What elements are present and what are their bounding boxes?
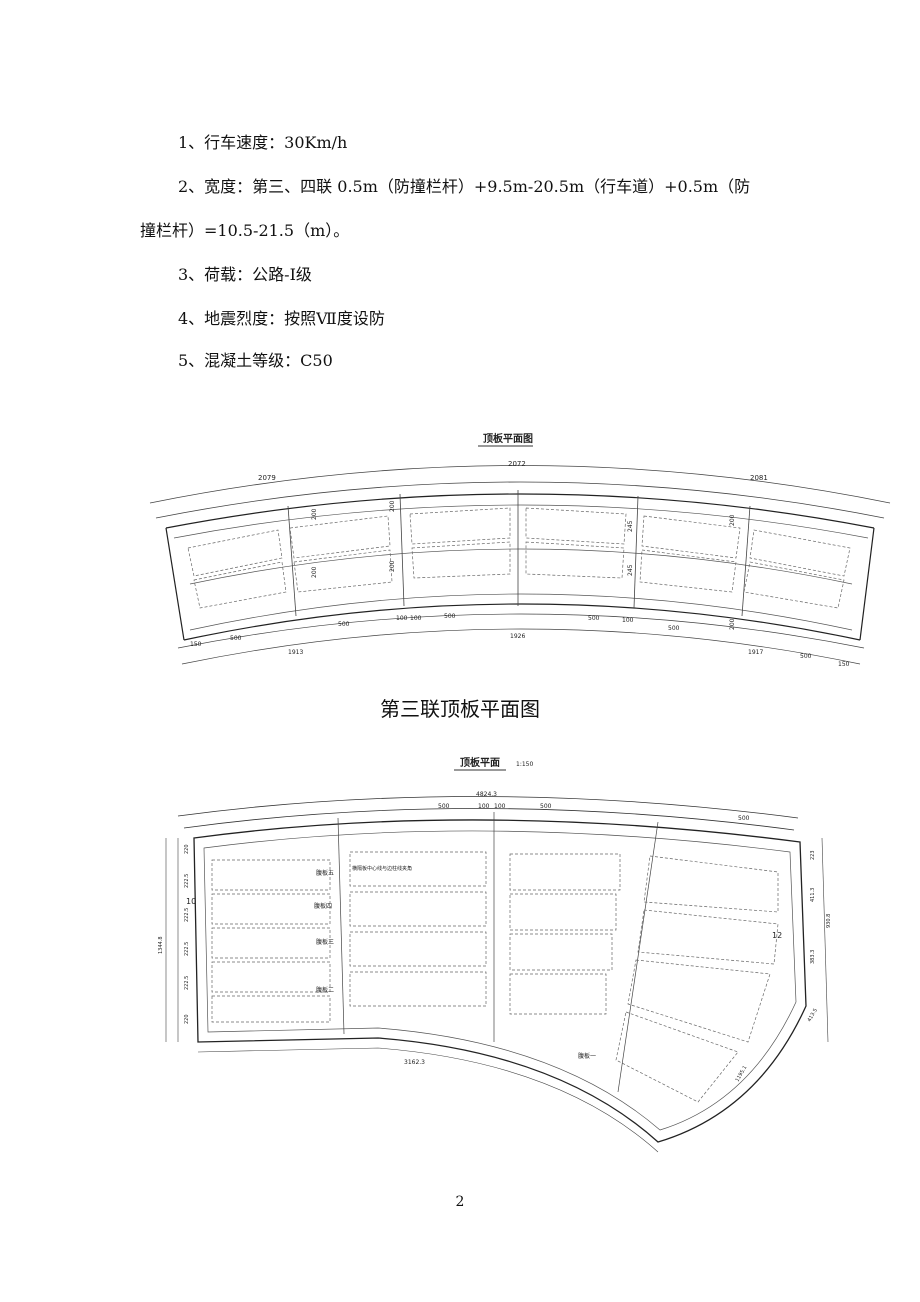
- spec-item-concrete: 5、混凝土等级：C50: [178, 351, 333, 370]
- top-dim-1: 2079: [258, 474, 276, 482]
- small-dim-5: 100: [410, 615, 422, 622]
- right-dim-3: 930.8: [826, 914, 832, 928]
- side-label-8: 200: [729, 618, 736, 630]
- left-dim-2: 222.5: [184, 874, 190, 888]
- small-dim-2: 500: [230, 635, 242, 642]
- top-dim-3: 2081: [750, 474, 768, 482]
- right-dim-4: 383.3: [810, 950, 816, 964]
- label-web-3: 腹板三: [316, 938, 334, 946]
- top-dim-d: 500: [540, 803, 552, 810]
- drawing-title: 顶板平面图: [483, 432, 533, 445]
- top-dim-e: 500: [738, 815, 750, 822]
- bottom-dim: 3162.3: [404, 1059, 425, 1066]
- label-axis-10: 10: [186, 897, 196, 906]
- label-web-5: 腹板五: [316, 869, 334, 877]
- right-dim-2: 411.3: [810, 888, 816, 902]
- small-dim-8: 100: [622, 617, 634, 624]
- left-dim-6: 220: [184, 1014, 190, 1024]
- left-dim-3: 222.5: [184, 908, 190, 922]
- right-dim-6: 1195.1: [735, 1065, 749, 1083]
- small-dim-3: 500: [338, 621, 350, 628]
- label-web-1: 腹板一: [578, 1052, 596, 1060]
- label-web-2: 腹板二: [316, 986, 334, 994]
- side-label-6: 245: [627, 564, 634, 576]
- bottom-dim-1: 1913: [288, 649, 303, 656]
- top-slab-plan-detail-svg: 顶板平面 1:150 4824.3 500 100 100 500 500: [158, 756, 832, 1153]
- spec-item-seismic: 4、地震烈度：按照Ⅶ度设防: [178, 309, 385, 328]
- top-dim-main: 4824.3: [476, 791, 497, 798]
- spec-item-width-cont: 撞栏杆）=10.5-21.5（m）。: [140, 221, 350, 240]
- top-slab-plan-drawing: 顶板平面图 2079 2072 2081: [138, 408, 904, 686]
- top-slab-plan-svg: 顶板平面图 2079 2072 2081: [149, 432, 891, 668]
- side-label-4: 200: [389, 560, 396, 572]
- side-label-3: 200: [389, 500, 396, 512]
- page-number: 2: [455, 1194, 465, 1210]
- top-dim-a: 500: [438, 803, 450, 810]
- bottom-dim-3: 1917: [748, 649, 763, 656]
- top-dim-b: 100: [478, 803, 490, 810]
- top-slab-plan-detail-drawing: 顶板平面 1:150 4824.3 500 100 100 500 500: [138, 742, 842, 1158]
- small-dim-9: 500: [668, 625, 680, 632]
- label-diaphragm-angle: 横隔板中心线与边柱线夹角: [352, 865, 412, 872]
- side-label-2: 200: [311, 566, 318, 578]
- left-dim-5: 222.5: [184, 976, 190, 990]
- side-label-5: 245: [627, 520, 634, 532]
- left-dim-1: 220: [184, 844, 190, 854]
- small-dim-7: 500: [588, 615, 600, 622]
- detail-scale: 1:150: [516, 761, 533, 768]
- small-dim-10: 500: [800, 653, 812, 660]
- spec-item-load: 3、荷载：公路-Ⅰ级: [178, 265, 312, 284]
- side-label-7: 200: [729, 514, 736, 526]
- side-label-1: 200: [311, 508, 318, 520]
- left-dim-total: 1344.8: [158, 937, 164, 955]
- label-web-4: 腹板四: [314, 902, 332, 910]
- small-dim-4: 100: [396, 615, 408, 622]
- small-dim-1: 150: [190, 641, 202, 648]
- top-dim-2: 2072: [508, 460, 526, 468]
- detail-title: 顶板平面: [460, 756, 500, 769]
- right-dim-5: 413.5: [807, 1008, 819, 1023]
- bottom-dim-2: 1926: [510, 633, 525, 640]
- right-dim-1: 223: [810, 850, 816, 860]
- label-axis-12: 12: [772, 931, 782, 940]
- spec-item-width: 2、宽度：第三、四联 0.5m（防撞栏杆）+9.5m-20.5m（行车道）+0.…: [178, 177, 751, 196]
- small-dim-6: 500: [444, 613, 456, 620]
- small-dim-11: 150: [838, 661, 850, 668]
- top-dim-c: 100: [494, 803, 506, 810]
- left-dim-4: 222.5: [184, 942, 190, 956]
- figure-caption: 第三联顶板平面图: [380, 697, 540, 721]
- spec-item-speed: 1、行车速度：30Km/h: [178, 133, 348, 152]
